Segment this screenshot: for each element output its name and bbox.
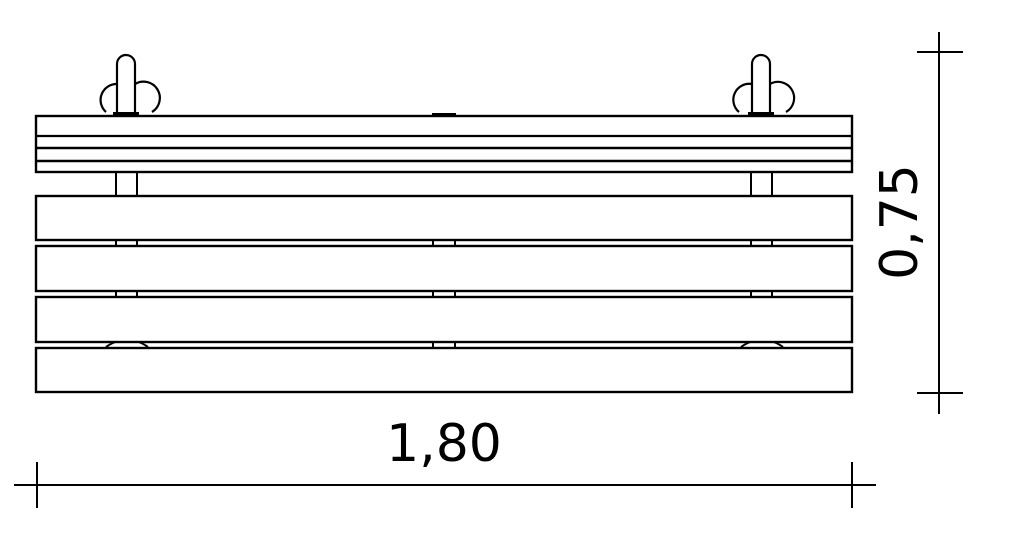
center-top-bolt <box>432 113 456 116</box>
width-dimension-label: 1,80 <box>386 414 502 474</box>
plank-2 <box>34 244 854 293</box>
height-dimension-line <box>917 32 963 414</box>
top-rail <box>34 114 854 174</box>
plank-1 <box>34 194 854 242</box>
plank-3 <box>34 295 854 344</box>
right-hanging-eye <box>732 53 796 116</box>
plank-4 <box>34 346 854 394</box>
height-dimension-label: 0,75 <box>870 164 930 280</box>
width-dimension-line <box>14 462 876 508</box>
left-hanging-eye <box>99 53 161 116</box>
